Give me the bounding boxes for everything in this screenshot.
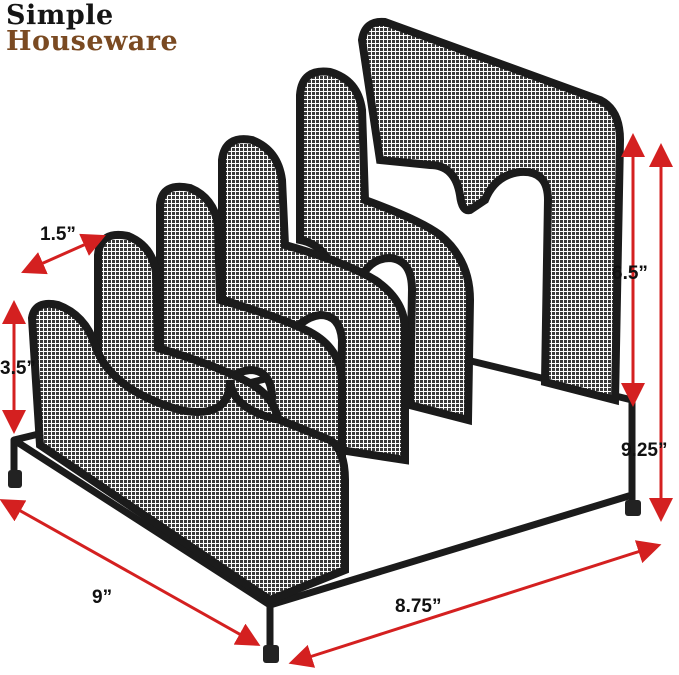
- foot: [263, 645, 279, 663]
- dimension-label-width: 8.75”: [395, 596, 442, 617]
- foot: [625, 500, 641, 516]
- dimension-label-depth: 9”: [92, 587, 113, 608]
- dimension-label-front-height: 3.5”: [0, 358, 36, 379]
- dimension-arrows: [0, 133, 673, 668]
- dimension-label-divider-spacing: 1.5”: [40, 224, 76, 245]
- brand-logo-line2: Houseware: [6, 26, 179, 57]
- foot: [8, 470, 22, 488]
- brand-logo-line1: Simple: [6, 0, 114, 31]
- dimension-label-total-height: 9.25”: [621, 440, 668, 461]
- dimension-label-back-height: 6.5”: [612, 263, 648, 284]
- divider-5: [357, 17, 625, 406]
- divider-front: [27, 299, 349, 605]
